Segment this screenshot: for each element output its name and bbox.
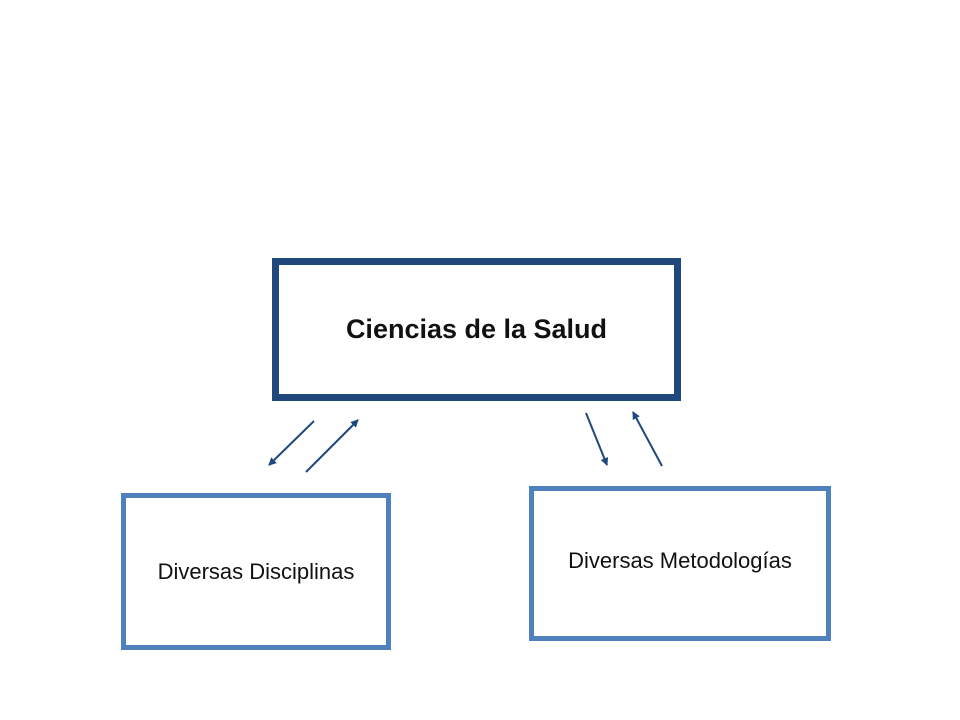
- arrow-metodologias-to-main: [632, 411, 663, 467]
- main-node-label: Ciencias de la Salud: [345, 314, 608, 344]
- disciplinas-node-label: Diversas Disciplinas: [157, 558, 355, 584]
- arrow-disciplinas-to-main: [305, 419, 359, 473]
- main-node-box: Ciencias de la Salud: [272, 258, 681, 401]
- arrow-main-to-metodologias: [585, 412, 609, 466]
- disciplinas-node-box: Diversas Disciplinas: [121, 493, 391, 650]
- metodologias-node-label: Diversas Metodologías: [568, 547, 792, 573]
- metodologias-node-box: Diversas Metodologías: [529, 486, 831, 641]
- arrow-main-to-disciplinas: [268, 420, 315, 466]
